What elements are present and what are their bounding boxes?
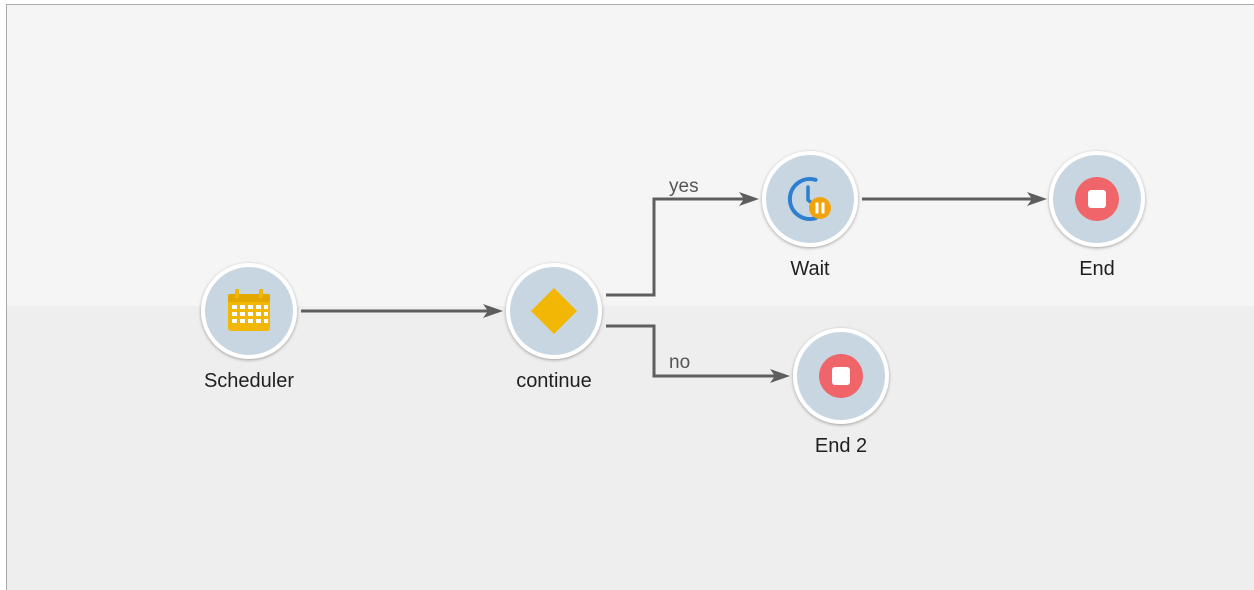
arrowhead-icon (483, 304, 503, 318)
stop-icon (1075, 177, 1119, 221)
activity-wait[interactable]: Wait (762, 151, 858, 280)
arrowhead-icon (739, 192, 759, 206)
activity-label-end-2: End 2 (815, 435, 867, 457)
transition-continue-to-wait[interactable]: yes (606, 176, 759, 297)
transition-continue-to-end2[interactable]: no (606, 324, 790, 383)
workflow-canvas[interactable]: yes no Schedul (6, 4, 1254, 590)
activity-end[interactable]: End (1049, 151, 1145, 280)
canvas-lower-band (7, 306, 1254, 590)
diamond-icon (531, 288, 577, 334)
activity-end-2[interactable]: End 2 (793, 328, 889, 457)
activity-label-continue: continue (516, 370, 592, 392)
arrowhead-icon (1027, 192, 1047, 206)
transition-scheduler-to-continue[interactable] (301, 304, 503, 318)
transition-label-yes: yes (669, 176, 699, 197)
activity-continue[interactable]: continue (506, 263, 602, 392)
activity-label-scheduler: Scheduler (204, 370, 294, 392)
stop-icon (819, 354, 863, 398)
workflow-diagram: yes no Schedul (201, 151, 1145, 457)
transition-label-no: no (669, 352, 690, 373)
clock-pause-icon (787, 177, 831, 221)
calendar-icon (228, 289, 270, 331)
arrowhead-icon (770, 369, 790, 383)
activity-scheduler[interactable]: Scheduler (201, 263, 297, 392)
activity-label-wait: Wait (790, 258, 830, 280)
activity-label-end: End (1079, 258, 1115, 280)
transition-wait-to-end[interactable] (862, 192, 1047, 206)
